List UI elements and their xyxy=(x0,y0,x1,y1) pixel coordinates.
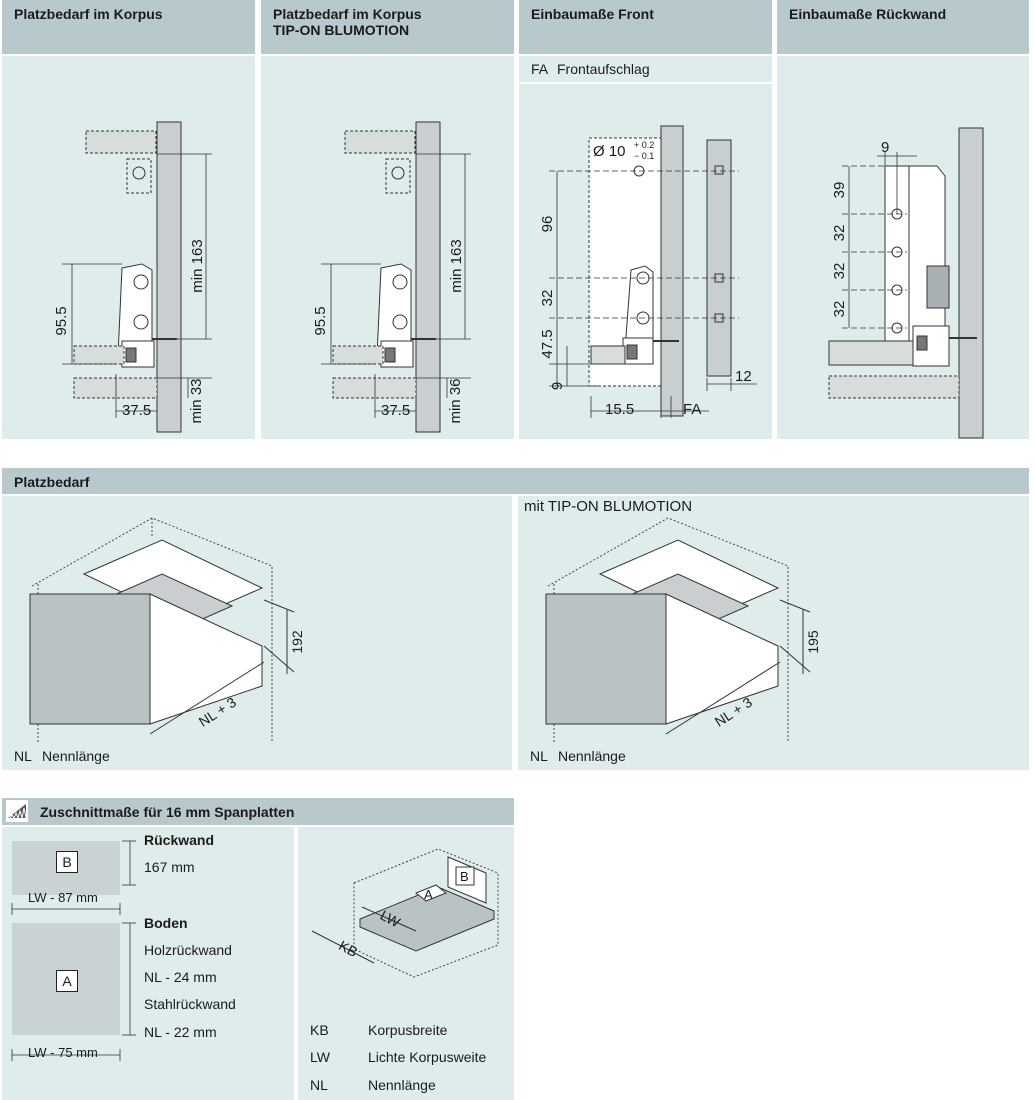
saw-icon xyxy=(6,800,28,822)
boden-box: A xyxy=(56,970,78,992)
boden-line4: NL - 22 mm xyxy=(144,1024,217,1040)
iso-b: B xyxy=(460,869,469,884)
platzbedarf-left-legend-abbr: NL xyxy=(14,748,32,764)
boden-line2: NL - 24 mm xyxy=(144,969,217,985)
rueckwand-dim-32b: 32 xyxy=(831,263,848,280)
header-korpus-title: Platzbedarf im Korpus xyxy=(14,6,163,22)
panel-zuschnitt-right: B A LW KB KB Korpusbreite LW Lichte Korp… xyxy=(298,827,514,1100)
front-dim-47-5: 47.5 xyxy=(539,329,556,358)
zuschnitt-legend-nl-text: Nennlänge xyxy=(368,1077,436,1093)
zuschnitt-legend-kb-text: Korpusbreite xyxy=(368,1022,448,1038)
boden-line3: Stahlrückwand xyxy=(144,996,236,1012)
front-dim-tol-plus: + 0.2 xyxy=(634,140,654,150)
front-legend-text: Frontaufschlag xyxy=(557,61,650,77)
rueckwand-drawing: 9 39 32 32 32 xyxy=(828,127,984,439)
platzbedarf-right-195: 195 xyxy=(805,630,821,654)
platzbedarf-right-legend-bar xyxy=(518,742,1029,770)
platzbedarf-right-drawing: 195 NL + 3 xyxy=(545,517,821,746)
header-rueckwand: Einbaumaße Rückwand xyxy=(777,0,1029,54)
korpus-dim-min33: min 33 xyxy=(188,378,205,423)
header-korpus-tip-line1: Platzbedarf im Korpus xyxy=(273,6,422,22)
front-dim-96: 96 xyxy=(539,216,556,233)
rueckwand-dim-32a: 32 xyxy=(831,225,848,242)
front-legend-divider xyxy=(519,82,772,84)
platzbedarf-tip-caption: mit TIP-ON BLUMOTION xyxy=(524,498,693,515)
korpus-tip-dim-37-5: 37.5 xyxy=(381,402,410,419)
rueckwand-dim-9: 9 xyxy=(881,139,889,156)
boden-title: Boden xyxy=(144,915,188,931)
korpus-drawing: min 163 95.5 37.5 min 33 xyxy=(53,121,212,433)
header-front: Einbaumaße Front xyxy=(519,0,772,54)
boden-line1: Holzrückwand xyxy=(144,942,232,958)
panel-rueckwand: 9 39 32 32 32 xyxy=(777,56,1029,439)
header-front-title: Einbaumaße Front xyxy=(531,6,654,22)
panel-platzbedarf-left: 192 NL + 3 NL Nennlänge xyxy=(2,496,512,770)
front-dim-fa: FA xyxy=(683,401,701,418)
korpus-tip-dim-95-5: 95.5 xyxy=(312,306,329,335)
platzbedarf-right-legend-abbr: NL xyxy=(530,748,548,764)
header-korpus: Platzbedarf im Korpus xyxy=(2,0,255,54)
zuschnitt-iso-drawing: B A LW KB xyxy=(311,848,499,978)
header-rueckwand-title: Einbaumaße Rückwand xyxy=(789,6,947,22)
front-dim-32: 32 xyxy=(539,290,556,307)
zuschnitt-legend-lw-abbr: LW xyxy=(310,1049,330,1065)
korpus-tip-drawing: min 163 95.5 37.5 min 36 xyxy=(312,121,471,433)
panel-zuschnitt-left: B LW - 87 mm Rückwand 167 mm A LW - 75 m… xyxy=(2,827,294,1100)
iso-kb: KB xyxy=(336,937,360,960)
panel-platzbedarf-right: mit TIP-ON BLUMOTION 195 NL + 3 NL Nennl… xyxy=(518,496,1029,770)
platzbedarf-left-legend-text: Nennlänge xyxy=(42,748,110,764)
header-korpus-tip: Platzbedarf im Korpus TIP-ON BLUMOTION xyxy=(261,0,514,54)
front-drawing: Ø 10 + 0.2 − 0.1 96 32 47.5 9 15.5 FA 12 xyxy=(539,125,757,418)
header-zuschnitt: Zuschnittmaße für 16 mm Spanplatten xyxy=(2,798,514,825)
rueckwand-width: LW - 87 mm xyxy=(28,890,98,905)
header-korpus-tip-line2: TIP-ON BLUMOTION xyxy=(273,22,410,38)
rueckwand-box: B xyxy=(56,851,78,873)
boden-box-label: A xyxy=(62,973,72,989)
korpus-dim-95-5: 95.5 xyxy=(53,306,70,335)
front-legend-abbr: FA xyxy=(531,61,549,77)
rueckwand-height: 167 mm xyxy=(144,859,195,875)
zuschnitt-legend-nl-abbr: NL xyxy=(310,1077,328,1093)
front-dim-12: 12 xyxy=(735,368,752,385)
platzbedarf-left-192: 192 xyxy=(289,630,305,654)
korpus-dim-37-5: 37.5 xyxy=(122,402,151,419)
platzbedarf-right-legend-text: Nennlänge xyxy=(558,748,626,764)
panel-front: FA Frontaufschlag xyxy=(519,56,772,439)
zuschnitt-dim-lines xyxy=(11,840,136,1061)
header-platzbedarf: Platzbedarf xyxy=(2,468,1029,494)
platzbedarf-left-legend-bar xyxy=(2,742,512,770)
front-dim-9: 9 xyxy=(549,382,566,390)
panel-korpus: min 163 95.5 37.5 min 33 xyxy=(2,56,255,439)
korpus-dim-min163: min 163 xyxy=(189,239,206,292)
boden-width: LW - 75 mm xyxy=(28,1045,98,1060)
zuschnitt-legend-kb-abbr: KB xyxy=(310,1022,329,1038)
zuschnitt-legend-lw-text: Lichte Korpusweite xyxy=(368,1049,487,1065)
header-platzbedarf-title: Platzbedarf xyxy=(14,474,90,490)
panel-korpus-tip: min 163 95.5 37.5 min 36 xyxy=(261,56,514,439)
korpus-tip-dim-min36: min 36 xyxy=(447,378,464,423)
platzbedarf-left-drawing: 192 NL + 3 xyxy=(29,517,305,746)
rueckwand-dim-39: 39 xyxy=(831,182,848,199)
front-dim-hole: Ø 10 xyxy=(593,143,626,160)
korpus-tip-dim-min163: min 163 xyxy=(448,239,465,292)
front-dim-tol-minus: − 0.1 xyxy=(634,151,654,161)
rueckwand-box-label: B xyxy=(62,854,72,870)
front-dim-15-5: 15.5 xyxy=(605,401,634,418)
iso-a: A xyxy=(424,887,433,902)
rueckwand-dim-32c: 32 xyxy=(831,301,848,318)
header-zuschnitt-title: Zuschnittmaße für 16 mm Spanplatten xyxy=(40,804,295,820)
rueckwand-title: Rückwand xyxy=(144,832,215,848)
